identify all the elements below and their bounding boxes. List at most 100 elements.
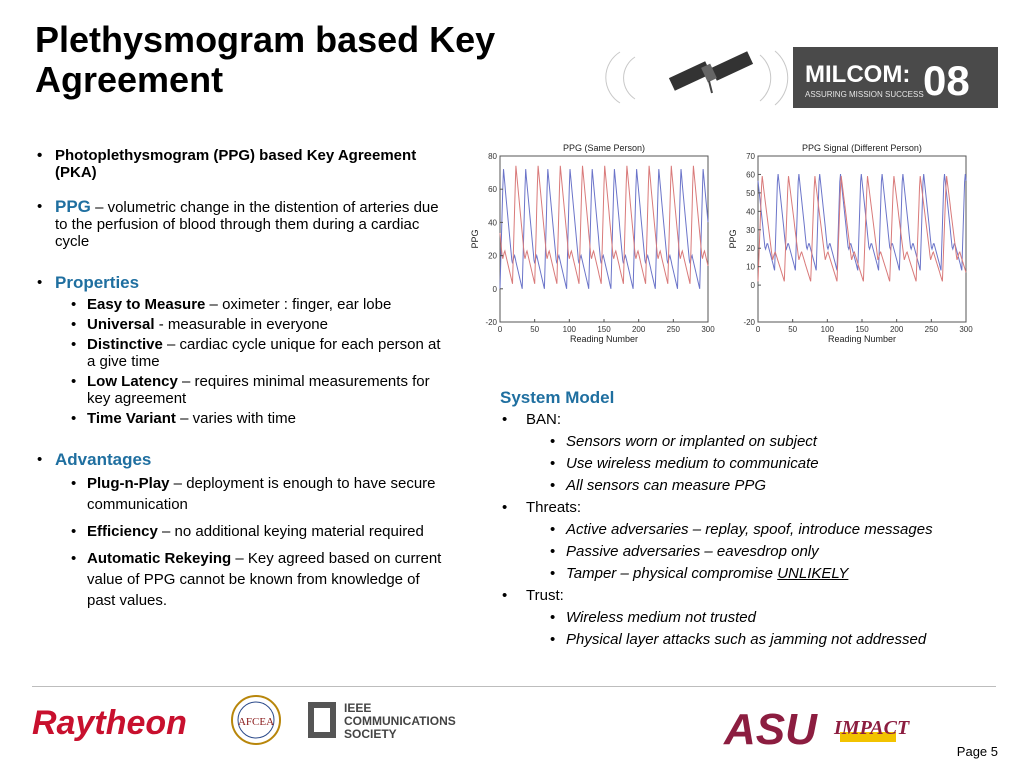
system-model-item-tamper: •Tamper – physical compromise UNLIKELY xyxy=(550,565,849,582)
property-term: Time Variant xyxy=(87,410,176,427)
chart-title: PPG (Same Person) xyxy=(563,143,645,153)
afcea-logo: AFCEA xyxy=(231,695,281,745)
property-desc: – varies with time xyxy=(175,410,296,427)
y-tick-label: -20 xyxy=(485,318,497,327)
milcom-year: 08 xyxy=(923,57,970,104)
x-tick-label: 100 xyxy=(563,325,577,334)
property-item: •Low Latency – requires minimal measurem… xyxy=(71,373,430,407)
system-model-group: •Threats: xyxy=(502,499,582,516)
system-model-item: •Wireless medium not trusted xyxy=(550,609,756,626)
chart-series-line xyxy=(499,169,709,289)
system-model-heading: System Model xyxy=(500,388,615,407)
ppg-desc: – volumetric change in the distention of… xyxy=(55,199,439,250)
raytheon-logo: Raytheon xyxy=(32,704,187,742)
system-model-group: •Trust: xyxy=(502,587,564,604)
y-tick-label: 40 xyxy=(746,207,755,216)
ieee-comsoc-logo: IEEE COMMUNICATIONS SOCIETY xyxy=(308,701,456,741)
advantage-term: Efficiency xyxy=(87,523,158,540)
ppg-bullet: •PPG – volumetric change in the distenti… xyxy=(37,197,439,250)
ppg-term: PPG xyxy=(55,197,91,216)
left-column: •Photoplethysmogram (PPG) based Key Agre… xyxy=(35,147,445,611)
impact-logo: IMPACT xyxy=(833,717,910,742)
x-tick-label: 100 xyxy=(821,325,835,334)
advantage-item: •Efficiency – no additional keying mater… xyxy=(71,523,424,540)
x-tick-label: 300 xyxy=(701,325,715,334)
advantages-heading: •Advantages xyxy=(37,450,152,469)
pka-bullet: •Photoplethysmogram (PPG) based Key Agre… xyxy=(37,147,417,181)
advantage-desc: – Key agreed based on current value of P… xyxy=(87,550,442,609)
page-title: Plethysmogram based Key Agreement xyxy=(35,19,496,100)
x-tick-label: 200 xyxy=(632,325,646,334)
property-desc: – oximeter : finger, ear lobe xyxy=(205,296,392,313)
y-tick-label: 0 xyxy=(751,281,756,290)
property-item: •Easy to Measure – oximeter : finger, ea… xyxy=(71,296,392,313)
x-tick-label: 200 xyxy=(890,325,904,334)
properties-heading: •Properties xyxy=(37,273,140,292)
x-tick-label: 0 xyxy=(756,325,761,334)
system-model: System Model •BAN: •Sensors worn or impla… xyxy=(500,389,1000,649)
svg-text:AFCEA: AFCEA xyxy=(238,716,274,728)
chart-series-line xyxy=(757,176,967,282)
x-tick-label: 50 xyxy=(530,325,539,334)
x-tick-label: 300 xyxy=(959,325,973,334)
x-tick-label: 250 xyxy=(667,325,681,334)
chart-series-line xyxy=(757,174,967,271)
property-desc: – cardiac cycle unique for each person a… xyxy=(87,336,441,370)
y-tick-label: -20 xyxy=(743,318,755,327)
property-desc: - measurable in everyone xyxy=(154,316,328,333)
system-model-group-label: Threats: xyxy=(526,499,582,516)
chart-ylabel: PPG xyxy=(728,229,738,248)
property-item: •Distinctive – cardiac cycle unique for … xyxy=(71,336,441,370)
asu-logo: ASU xyxy=(723,705,818,754)
property-item: •Universal - measurable in everyone xyxy=(71,316,328,333)
footer-divider xyxy=(32,686,996,687)
advantages-list: •Plug-n-Play – deployment is enough to h… xyxy=(35,473,445,611)
property-term: Distinctive xyxy=(87,336,163,353)
property-term: Easy to Measure xyxy=(87,296,206,313)
system-model-item: •Use wireless medium to communicate xyxy=(550,455,819,472)
system-model-item: •Sensors worn or implanted on subject xyxy=(550,433,817,450)
milcom-logo-text: MILCOM: xyxy=(805,61,910,88)
advantage-item: •Automatic Rekeying – Key agreed based o… xyxy=(71,550,442,609)
x-tick-label: 50 xyxy=(788,325,797,334)
y-tick-label: 60 xyxy=(488,185,497,194)
y-tick-label: 40 xyxy=(488,218,497,227)
system-model-item: •Passive adversaries – eavesdrop only xyxy=(550,543,819,560)
svg-text:IEEE: IEEE xyxy=(344,701,371,715)
x-tick-label: 250 xyxy=(925,325,939,334)
advantage-desc: – no additional keying material required xyxy=(157,523,424,540)
x-tick-label: 0 xyxy=(498,325,503,334)
y-tick-label: 30 xyxy=(746,226,755,235)
milcom-banner: MILCOM: 08 ASSURING MISSION SUCCESS xyxy=(600,47,998,108)
svg-text:SOCIETY: SOCIETY xyxy=(344,727,397,741)
x-tick-label: 150 xyxy=(855,325,869,334)
footer-logos: Raytheon AFCEA IEEE COMMUNICATIONS SOCIE… xyxy=(32,692,996,754)
advantage-term: Automatic Rekeying xyxy=(87,550,232,567)
y-tick-label: 20 xyxy=(488,252,497,261)
milcom-tagline: ASSURING MISSION SUCCESS xyxy=(805,90,924,99)
system-model-group-label: Trust: xyxy=(526,587,564,604)
page-number: Page 5 xyxy=(956,744,998,759)
y-tick-label: 10 xyxy=(746,263,755,272)
svg-text:ASU: ASU xyxy=(723,705,818,752)
system-model-groups: •BAN: •Sensors worn or implanted on subje… xyxy=(500,411,1000,649)
y-tick-label: 20 xyxy=(746,244,755,253)
advantage-item: •Plug-n-Play – deployment is enough to h… xyxy=(71,475,436,513)
y-tick-label: 50 xyxy=(746,189,755,198)
chart-xlabel: Reading Number xyxy=(828,334,896,344)
y-tick-label: 80 xyxy=(488,152,497,161)
property-term: Universal xyxy=(87,316,155,333)
property-term: Low Latency xyxy=(87,373,178,390)
system-model-group-label: BAN: xyxy=(526,411,562,428)
system-model-item: •Physical layer attacks such as jamming … xyxy=(550,631,927,648)
system-model-group: •BAN: xyxy=(502,411,562,428)
y-tick-label: 60 xyxy=(746,170,755,179)
svg-text:COMMUNICATIONS: COMMUNICATIONS xyxy=(344,714,456,728)
system-model-item: •All sensors can measure PPG xyxy=(550,477,767,494)
y-tick-label: 70 xyxy=(746,152,755,161)
chart-xlabel: Reading Number xyxy=(570,334,638,344)
